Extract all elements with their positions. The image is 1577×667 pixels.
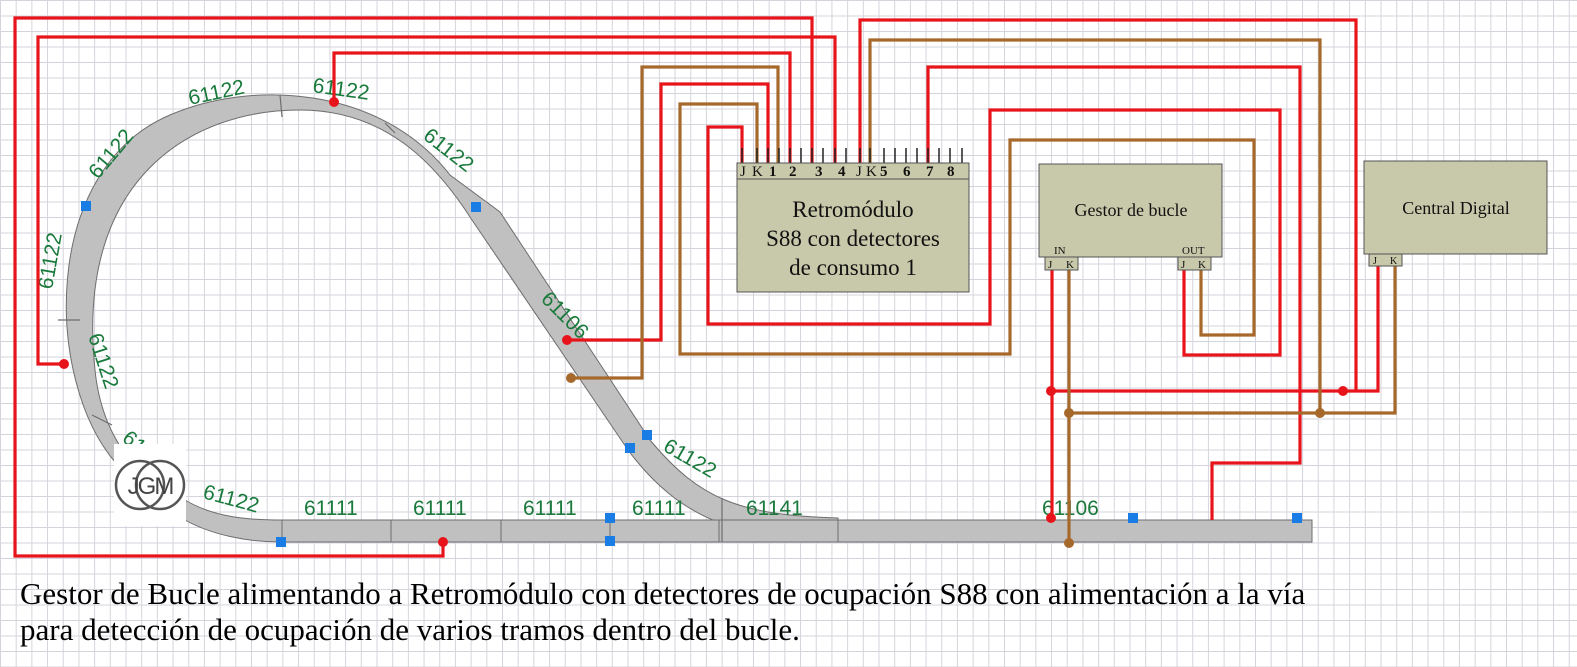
wire-red-rm-section8 xyxy=(926,65,1302,520)
isolation-marker xyxy=(642,430,652,440)
gestor-in-k: K xyxy=(1066,259,1074,271)
isolation-marker xyxy=(276,537,286,547)
brown-wires xyxy=(571,38,1397,543)
pin-label-k2: K xyxy=(866,164,877,180)
pin-label-8: 8 xyxy=(947,164,955,180)
straight-track-1 xyxy=(281,519,393,543)
gestor-body xyxy=(1038,163,1223,258)
pin-label-6: 6 xyxy=(903,164,911,180)
gestor-in-j: J xyxy=(1048,259,1053,271)
junction-dot xyxy=(1064,408,1074,418)
junction-dots xyxy=(59,97,1348,548)
retromodulo-title-line1: Retromódulo xyxy=(792,197,913,222)
gestor-out-label: OUT xyxy=(1182,245,1205,257)
junction-dot xyxy=(1046,513,1056,523)
central-k: K xyxy=(1390,256,1398,267)
retromodulo-body xyxy=(736,178,970,293)
retromodulo-pins xyxy=(741,148,963,163)
track-label-turnout: 61141 xyxy=(746,497,803,520)
pin-label-4: 4 xyxy=(838,164,846,180)
junction-dot xyxy=(1338,386,1348,396)
wire-red-loop-top xyxy=(332,51,792,163)
junction-dot xyxy=(562,335,572,345)
wire-red-bus xyxy=(1051,264,1380,393)
gestor-out-k: K xyxy=(1198,259,1206,271)
gestor-out-terminal xyxy=(1177,256,1212,271)
track-joints xyxy=(58,94,723,542)
wire-red-central-j xyxy=(858,18,1358,391)
wire-brown-diagonal xyxy=(571,65,780,380)
central-j: J xyxy=(1373,256,1377,267)
track-labels: 61122 61122 61122 61122 61122 61122 61 6… xyxy=(34,74,1099,520)
retromodulo-title-line2: S88 con detectores xyxy=(766,226,940,251)
wire-red-loop-left xyxy=(36,35,837,366)
track-label-straight-1: 61111 xyxy=(304,497,358,520)
junction-dot xyxy=(1315,408,1325,418)
central-terminal xyxy=(1368,253,1403,267)
pin-label-2: 2 xyxy=(789,164,797,180)
caption-line-1: Gestor de Bucle alimentando a Retromódul… xyxy=(20,576,1306,611)
wire-red-diagonal xyxy=(567,82,770,342)
isolation-marker xyxy=(625,443,635,453)
red-wires xyxy=(13,16,1380,558)
pin-label-7: 7 xyxy=(926,164,934,180)
pin-label-1: 1 xyxy=(769,164,777,180)
track-layout xyxy=(58,94,1313,543)
wire-brown-rm-k xyxy=(678,102,1256,356)
gestor-out-j: J xyxy=(1181,259,1186,271)
pin-label-5: 5 xyxy=(880,164,888,180)
wire-brown-rm-k2 xyxy=(868,38,1322,413)
wiring-diagram: 61122 61122 61122 61122 61122 61122 61 6… xyxy=(13,16,1548,558)
caption-line-2: para detección de ocupación de varios tr… xyxy=(20,612,800,647)
isolation-marker xyxy=(605,513,615,523)
junction-dot xyxy=(1064,538,1074,548)
pin-label-j2: J xyxy=(856,164,862,180)
pin-label-k: K xyxy=(752,164,763,180)
straight-track-4 xyxy=(609,519,721,543)
turnout-track xyxy=(718,519,840,543)
isolation-marker xyxy=(605,536,615,546)
straight-track-3 xyxy=(500,519,612,543)
isolation-marker xyxy=(81,201,91,211)
isolation-markers xyxy=(81,201,1302,547)
central-digital: Central Digital J K xyxy=(1363,160,1548,267)
jgm-logo: JGM xyxy=(114,444,186,526)
gestor-de-bucle: Gestor de bucle IN OUT J K J K xyxy=(1038,163,1223,271)
isolation-marker xyxy=(1128,513,1138,523)
pin-label-3: 3 xyxy=(815,164,823,180)
junction-dot xyxy=(59,359,69,369)
track-label-straight-3: 61111 xyxy=(523,497,577,520)
wire-red-outer-loop xyxy=(13,16,814,558)
gestor-in-terminal xyxy=(1044,256,1079,271)
isolation-marker xyxy=(1292,513,1302,523)
logo-letters: JGM xyxy=(128,473,174,500)
isolation-marker xyxy=(471,202,481,212)
junction-dot xyxy=(1046,386,1056,396)
straight-track-long xyxy=(837,519,1313,543)
junction-dot xyxy=(438,537,448,547)
retromodulo-title-line3: de consumo 1 xyxy=(789,255,917,280)
track-label-straight-2: 61111 xyxy=(413,497,467,520)
gestor-title: Gestor de bucle xyxy=(1075,200,1188,220)
retromodulo-pin-labels: J K 1 2 3 4 J K 5 6 7 8 xyxy=(740,164,955,180)
track-label-straight-4: 61111 xyxy=(632,497,686,520)
wire-red-rm-j xyxy=(706,108,1282,357)
pin-label-j: J xyxy=(740,164,746,180)
junction-dot xyxy=(566,373,576,383)
central-title: Central Digital xyxy=(1402,198,1509,218)
central-body xyxy=(1363,160,1548,255)
wire-brown-bus xyxy=(1069,264,1397,415)
retromodulo-s88: J K 1 2 3 4 J K 5 6 7 8 Retromódulo S88 … xyxy=(736,148,970,293)
junction-dot xyxy=(329,97,339,107)
gestor-in-label: IN xyxy=(1054,245,1066,257)
caption: Gestor de Bucle alimentando a Retromódul… xyxy=(20,576,1560,648)
